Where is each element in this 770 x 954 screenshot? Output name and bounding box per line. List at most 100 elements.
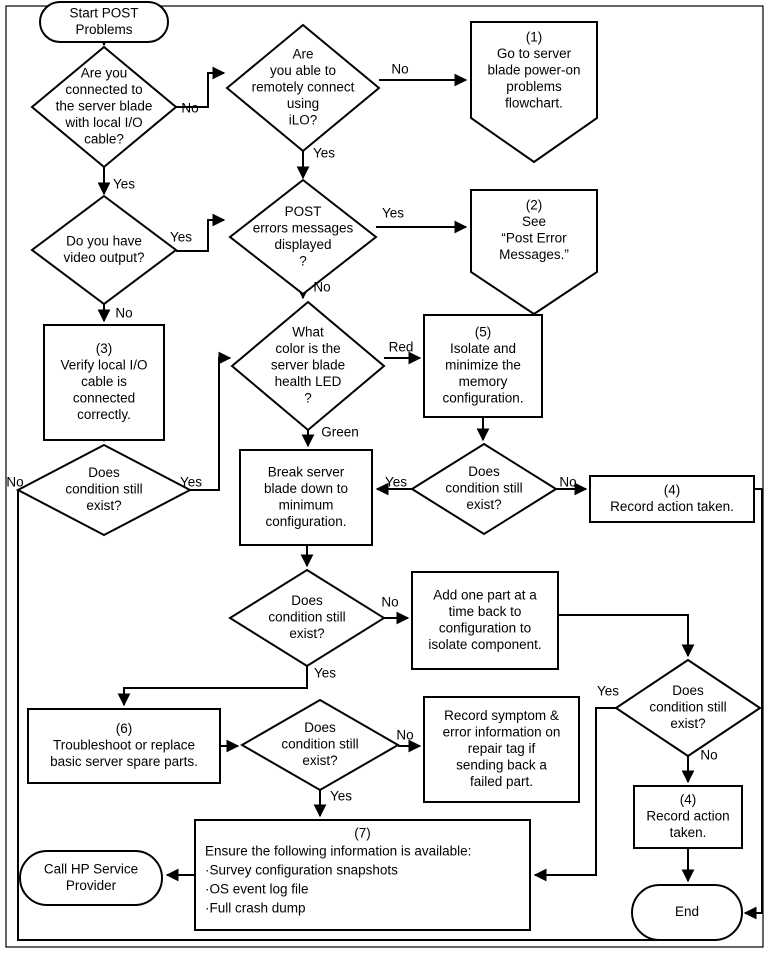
process-shape xyxy=(633,785,743,849)
node-label-line: Go to server xyxy=(497,46,572,61)
node-label-line: Does xyxy=(468,464,500,479)
node-label-line: configuration to xyxy=(439,620,531,635)
decision-shape xyxy=(30,194,178,306)
lbl-red-led: Red xyxy=(389,340,414,355)
node-label-line: (5) xyxy=(475,325,492,340)
node-label-line: remotely connect xyxy=(252,80,355,95)
node-label-line: (7) xyxy=(354,826,371,841)
lbl-yes-local-io: Yes xyxy=(113,177,135,192)
edge-addpart-to-cond4 xyxy=(558,614,695,658)
decision-shape xyxy=(410,442,558,536)
offpage-connector-shape xyxy=(470,21,598,164)
node-label-line: using xyxy=(287,96,319,111)
node-label-line: correctly. xyxy=(77,407,131,422)
node-label-line: End xyxy=(675,904,699,919)
node-label-line: Record action xyxy=(646,809,729,824)
node-label-line: Record symptom & xyxy=(444,708,559,723)
lbl-yes-ilo: Yes xyxy=(313,146,335,161)
node-label-line: condition still xyxy=(65,482,142,497)
node-label-line: Troubleshoot or replace xyxy=(53,738,195,753)
node-label-line: iLO? xyxy=(289,113,318,128)
node-label-line: exist? xyxy=(466,497,501,512)
node-label-line: ? xyxy=(299,253,307,268)
node-label-line: Do you have xyxy=(66,233,142,248)
node-label-line: blade down to xyxy=(264,481,348,496)
node-label-line: Messages.” xyxy=(499,247,569,262)
node-d_video: Do you have video output? xyxy=(30,194,178,306)
lbl-no-post: No xyxy=(313,280,330,295)
node-label-line: color is the xyxy=(275,341,340,356)
node-label-line: health LED xyxy=(275,374,342,389)
node-label-line: Add one part at a xyxy=(433,587,537,602)
process-shape xyxy=(423,696,580,803)
lbl-no-video: No xyxy=(115,306,132,321)
edge-cond4-yes-to-b7 xyxy=(533,707,616,882)
node-label-line: memory xyxy=(459,374,508,389)
node-label-line: See xyxy=(522,214,546,229)
lbl-no-cond3: No xyxy=(381,595,398,610)
edge-cond1-yes-to-led xyxy=(190,351,232,491)
node-label-line: configuration. xyxy=(265,514,346,529)
node-label-line: basic server spare parts. xyxy=(50,754,198,769)
diagram-border xyxy=(5,5,764,948)
node-b7: (7) Ensure the following information is a… xyxy=(194,819,531,931)
decision-shape xyxy=(614,658,762,758)
process-shape xyxy=(43,324,165,441)
node-label-line: time back to xyxy=(449,604,522,619)
node-label-line: exist? xyxy=(86,498,121,513)
node-label-line: Ensure the following information is avai… xyxy=(205,844,471,859)
node-label-line: (2) xyxy=(526,198,543,213)
lbl-no-cond1: No xyxy=(6,475,23,490)
node-label-line: Does xyxy=(304,720,336,735)
edge-local-io-no-to-ilo xyxy=(176,66,226,108)
offpage-connector-shape xyxy=(470,189,598,316)
decision-shape xyxy=(228,568,386,668)
node-label-line: Call HP Service xyxy=(44,861,138,876)
lbl-yes-cond2: Yes xyxy=(385,475,407,490)
node-label-line: Record action taken. xyxy=(610,499,734,514)
decision-shape xyxy=(228,178,378,296)
node-b_addpart: Add one part at a time back toconfigurati… xyxy=(411,571,559,670)
node-label-line: minimize the xyxy=(445,358,521,373)
node-label-line: configuration. xyxy=(442,391,523,406)
node-label-line: video output? xyxy=(63,250,144,265)
node-label-line: blade power-on xyxy=(487,63,580,78)
node-label-line: displayed xyxy=(274,237,331,252)
terminator-shape xyxy=(19,850,163,906)
node-label-line: cable is xyxy=(81,374,127,389)
node-label-line: errors messages xyxy=(253,220,354,235)
lbl-yes-cond4: Yes xyxy=(597,684,619,699)
node-label-line: Does xyxy=(88,465,120,480)
terminator-shape xyxy=(631,884,743,941)
lbl-yes-cond3: Yes xyxy=(314,666,336,681)
lbl-yes-post: Yes xyxy=(382,206,404,221)
decision-shape xyxy=(30,45,178,169)
decision-shape xyxy=(15,443,193,537)
node-label-line: (4) xyxy=(680,792,697,807)
node-label-line: the server blade xyxy=(56,99,153,114)
lbl-no-cond4: No xyxy=(700,748,717,763)
node-label-line: (3) xyxy=(96,341,113,356)
node-label-line: ·OS event log file xyxy=(205,882,309,897)
node-label-line: Break server xyxy=(268,464,345,479)
node-label-line: connected to xyxy=(65,82,142,97)
node-label-line: taken. xyxy=(670,825,707,840)
process-shape xyxy=(411,571,559,670)
lbl-no-cond2: No xyxy=(559,475,576,490)
node-label-line: cable? xyxy=(84,132,124,147)
process-shape xyxy=(239,449,373,546)
